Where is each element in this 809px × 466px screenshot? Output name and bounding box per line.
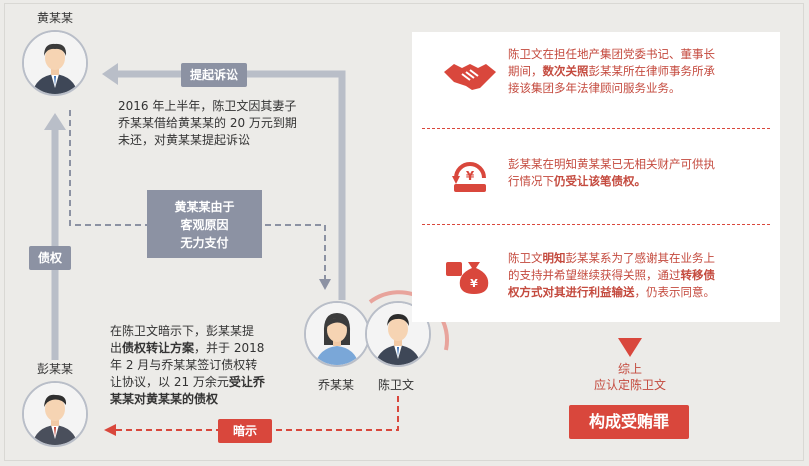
unable-line: 客观原因 <box>180 218 229 232</box>
lawsuit-text: 2016 年上半年，陈卫文因其妻子 乔某某借给黄某某的 20 万元到期 未还，对… <box>118 98 348 149</box>
fact-bold: 权方式对其进行利益输送 <box>508 285 635 299</box>
claim-arrowhead <box>44 113 66 130</box>
chen-avatar <box>365 301 431 367</box>
lawsuit-text-line: 2016 年上半年，陈卫文因其妻子 <box>118 99 297 113</box>
fact-row-1: 陈卫文在担任地产集团党委书记、董事长 期间，数次关照彭某某所在律师事务所承 接该… <box>508 46 770 97</box>
hint-text-span: ，并于 2018 <box>194 341 265 355</box>
huang-name: 黄某某 <box>37 11 74 25</box>
fact-line: 权方式对其进行利益输送，仍表示同意。 <box>508 284 770 301</box>
fact-span: 行情况下 <box>508 174 554 188</box>
qiao-avatar <box>304 301 370 367</box>
money-bag-icon: ¥ <box>446 262 489 294</box>
man-avatar-icon <box>24 383 86 445</box>
hint-text-span: 出 <box>110 341 123 355</box>
fact-line: 的支持并希望继续获得关照，通过转移债 <box>508 267 770 284</box>
unable-line: 黄某某由于 <box>174 200 235 214</box>
svg-text:¥: ¥ <box>470 277 478 290</box>
peng-name: 彭某某 <box>37 362 74 376</box>
fact-span: ，仍表示同意。 <box>634 285 716 299</box>
fact-line: 彭某某在明知黄某某已无相关财产可供执 <box>508 157 715 171</box>
hint-text-line: 让协议，以 21 万余元受让乔 <box>110 374 310 391</box>
hint-text-bold: 债权转让方案 <box>122 341 195 355</box>
conclusion-arrow-icon <box>618 338 642 357</box>
hint-text: 在陈卫文暗示下，彭某某提 出债权转让方案，并于 2018 年 2 月与乔某某签订… <box>110 323 310 408</box>
money-coin-icon: ¥ <box>452 162 486 192</box>
woman-avatar-icon <box>306 303 368 365</box>
hint-text-line: 出债权转让方案，并于 2018 <box>110 340 310 357</box>
fact-bold: 转移债 <box>680 268 716 282</box>
lawsuit-text-line: 未还，对黄某某提起诉讼 <box>118 133 251 147</box>
lawsuit-text-line: 乔某某借给黄某某的 20 万元到期 <box>118 116 297 130</box>
divider <box>422 224 770 225</box>
fact-span: 期间， <box>508 64 543 78</box>
hint-arrowhead <box>104 424 116 436</box>
hint-dashed-line <box>115 396 399 431</box>
qiao-name: 乔某某 <box>318 378 355 392</box>
fact-line: 行情况下仍受让该笔债权。 <box>508 173 770 190</box>
fact-line: 接该集团多年法律顾问服务业务。 <box>508 81 681 95</box>
fact-bold: 明知 <box>542 251 566 265</box>
hint-text-line: 某某对黄某某的债权 <box>110 392 219 406</box>
conclusion-line: 综上 <box>617 362 642 376</box>
fact-line: 陈卫文明知彭某某系为了感谢其在业务上 <box>508 250 770 267</box>
frame <box>4 3 804 461</box>
facts-panel: 陈卫文在担任地产集团党委书记、董事长 期间，数次关照彭某某所在律师事务所承 接该… <box>412 32 780 322</box>
fact-span: 陈卫文 <box>508 251 543 265</box>
peng-avatar <box>22 381 88 447</box>
fact-span: 彭某某所在律师事务所承 <box>588 64 716 78</box>
divider <box>422 128 770 129</box>
fact-row-2: 彭某某在明知黄某某已无相关财产可供执 行情况下仍受让该笔债权。 <box>508 156 770 190</box>
lawsuit-arrowhead <box>102 63 118 85</box>
fact-span: 的支持并希望继续获得关照，通过 <box>508 268 681 282</box>
fact-line: 陈卫文在担任地产集团党委书记、董事长 <box>508 47 715 61</box>
claim-tag: 债权 <box>29 246 71 270</box>
fact-bold: 仍受让该笔债权。 <box>554 174 646 188</box>
hint-tag: 暗示 <box>218 419 272 443</box>
huang-avatar <box>22 30 88 96</box>
fact-row-3: 陈卫文明知彭某某系为了感谢其在业务上 的支持并希望继续获得关照，通过转移债 权方… <box>508 250 770 301</box>
fact-bold: 数次关照 <box>542 64 589 78</box>
handshake-icon <box>444 64 496 90</box>
chen-name: 陈卫文 <box>378 378 415 392</box>
conclusion-line: 应认定陈卫文 <box>593 378 666 392</box>
fact-line: 期间，数次关照彭某某所在律师事务所承 <box>508 63 770 80</box>
fact-span: 彭某某系为了感谢其在业务上 <box>565 251 716 265</box>
verdict-badge: 构成受贿罪 <box>569 405 689 439</box>
hint-text-line: 在陈卫文暗示下，彭某某提 <box>110 324 255 338</box>
hint-text-line: 年 2 月与乔某某签订债权转 <box>110 358 258 372</box>
conclusion-text: 综上 应认定陈卫文 <box>570 361 690 393</box>
hint-text-bold: 受让乔 <box>228 375 265 389</box>
svg-text:¥: ¥ <box>466 169 475 183</box>
unable-arrowhead <box>319 279 331 290</box>
lawsuit-tag: 提起诉讼 <box>181 63 247 87</box>
unable-to-pay-box: 黄某某由于 客观原因 无力支付 <box>147 190 262 258</box>
hint-text-span: 让协议，以 21 万余元 <box>110 375 229 389</box>
man-avatar-icon <box>24 32 86 94</box>
unable-line: 无力支付 <box>180 236 229 250</box>
